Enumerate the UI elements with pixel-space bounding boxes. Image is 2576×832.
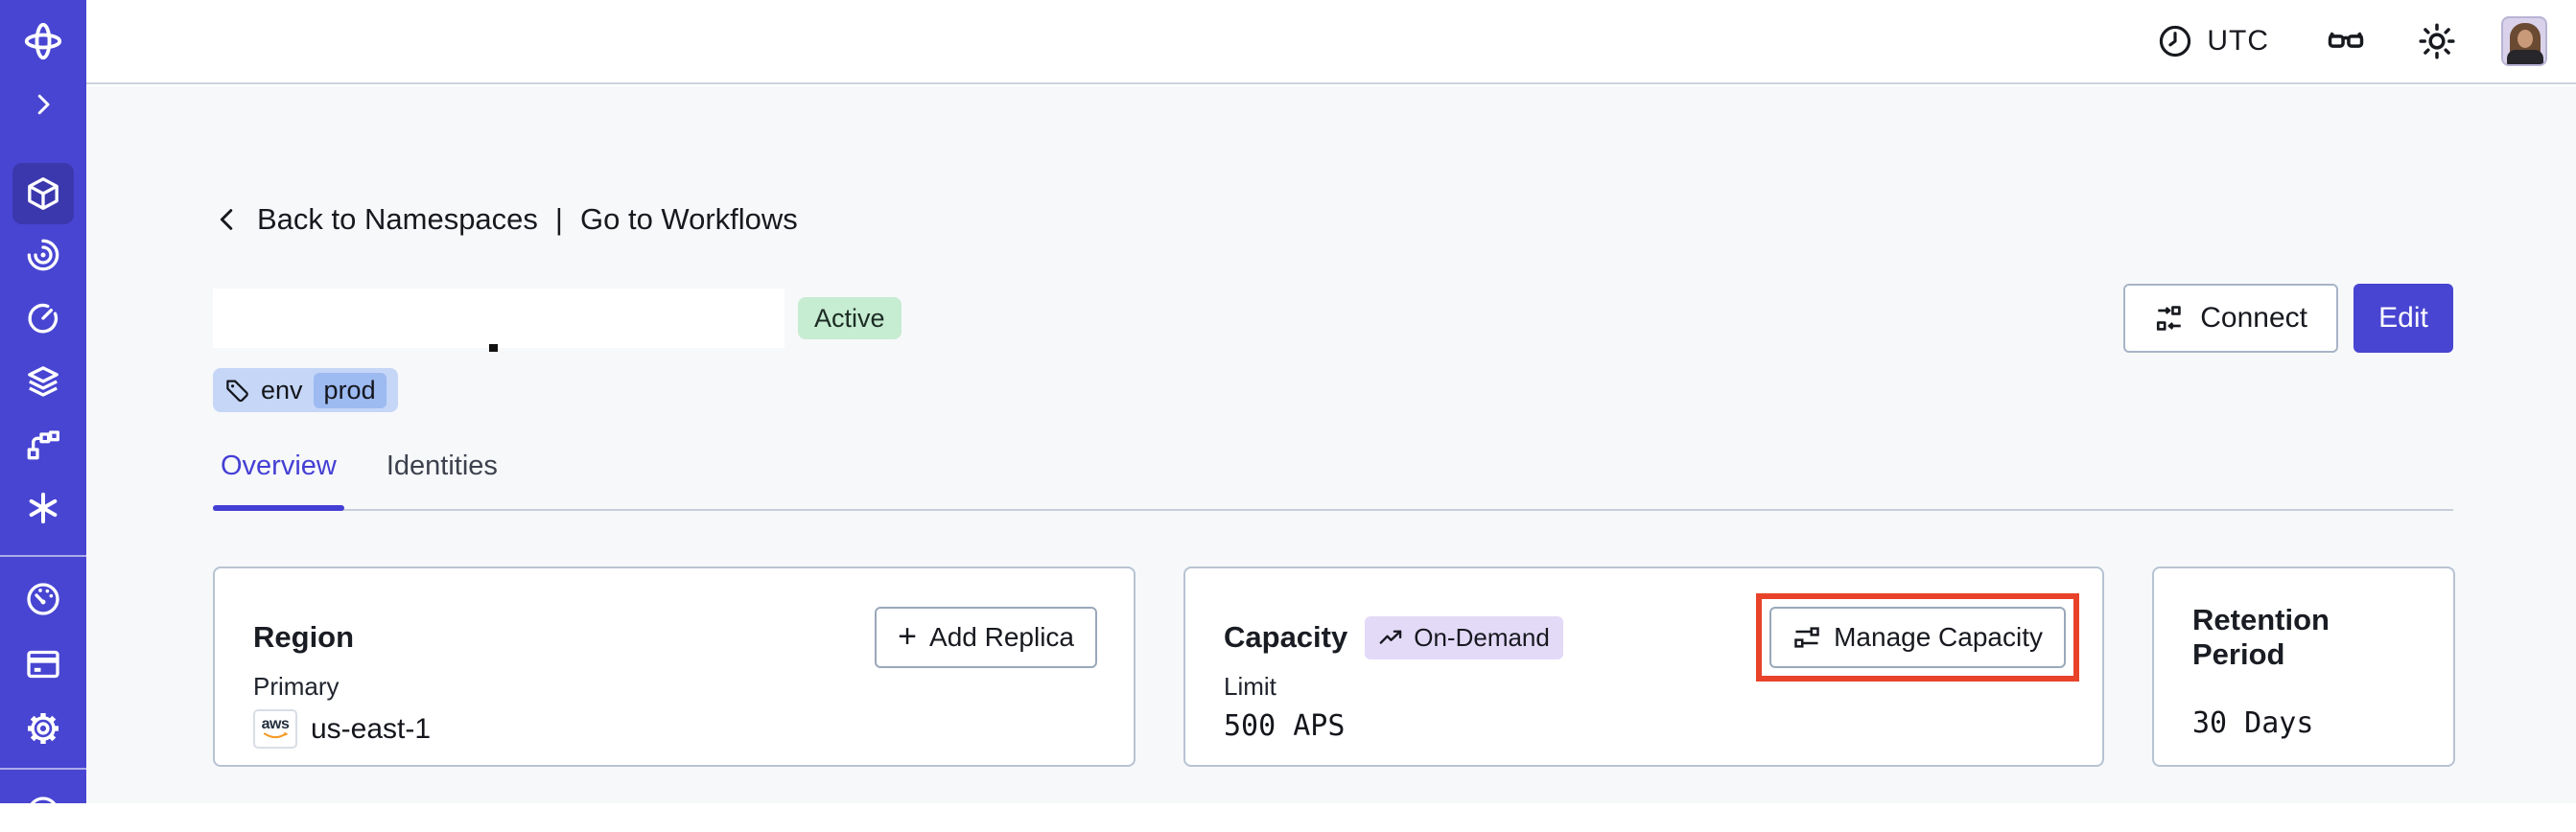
- tab-overview[interactable]: Overview: [213, 451, 344, 511]
- status-badge: Active: [798, 297, 902, 339]
- billing-icon[interactable]: [0, 645, 86, 683]
- topbar: UTC: [86, 0, 2576, 84]
- sidebar-divider: [0, 768, 86, 770]
- connect-flow-icon: [2154, 303, 2185, 334]
- manage-capacity-label: Manage Capacity: [1834, 622, 2043, 652]
- user-avatar[interactable]: [2501, 16, 2547, 66]
- namespaces-icon[interactable]: [0, 174, 86, 213]
- workflows-icon[interactable]: [0, 236, 86, 274]
- tag-key: env: [261, 375, 303, 404]
- primary-label: Primary: [253, 672, 340, 701]
- retention-card-title: Retention Period: [2192, 603, 2330, 671]
- region-value: us-east-1: [311, 712, 432, 745]
- glasses-icon[interactable]: [2325, 20, 2367, 62]
- edit-button[interactable]: Edit: [2354, 284, 2453, 353]
- tag-icon: [224, 378, 250, 404]
- timezone-selector[interactable]: UTC: [2157, 23, 2269, 59]
- avatar-body: [2507, 50, 2543, 64]
- manage-capacity-button[interactable]: Manage Capacity: [1769, 607, 2066, 668]
- retention-value: 30 Days: [2192, 706, 2314, 740]
- batch-operations-icon[interactable]: [0, 426, 86, 464]
- limit-label: Limit: [1224, 672, 1276, 701]
- retention-card: Retention Period 30 Days: [2152, 566, 2455, 767]
- schedules-icon[interactable]: [0, 299, 86, 337]
- connect-button-label: Connect: [2200, 302, 2307, 334]
- light-mode-icon[interactable]: [2417, 21, 2457, 61]
- add-replica-button[interactable]: + Add Replica: [875, 607, 1097, 668]
- tag-value: prod: [313, 372, 386, 408]
- nexus-icon[interactable]: [0, 489, 86, 527]
- capacity-card: Capacity On-Demand: [1183, 566, 2104, 767]
- trending-up-icon: [1378, 625, 1404, 651]
- settings-icon[interactable]: [0, 709, 86, 748]
- region-card: Region + Add Replica Primary aws: [213, 566, 1136, 767]
- plus-icon: +: [898, 617, 918, 655]
- tag-row: env prod: [213, 368, 2453, 412]
- sidebar: [0, 0, 86, 829]
- namespace-title-redacted: [213, 289, 785, 352]
- sidebar-divider: [0, 555, 86, 557]
- timezone-label: UTC: [2207, 25, 2269, 57]
- back-chevron-icon[interactable]: [213, 205, 242, 234]
- breadcrumb-separator: |: [554, 202, 563, 236]
- aws-logo-text: aws: [261, 715, 290, 732]
- avatar-face: [2517, 30, 2533, 48]
- ondemand-badge: On-Demand: [1365, 615, 1563, 659]
- back-to-namespaces-link[interactable]: Back to Namespaces: [257, 202, 538, 236]
- ondemand-badge-label: On-Demand: [1414, 622, 1550, 652]
- summary-cards: Region + Add Replica Primary aws: [213, 566, 2455, 767]
- edit-button-label: Edit: [2378, 302, 2428, 334]
- add-replica-label: Add Replica: [929, 622, 1074, 652]
- go-to-workflows-link[interactable]: Go to Workflows: [579, 202, 798, 236]
- capacity-card-title: Capacity: [1224, 620, 1348, 654]
- tab-bar: Overview Identities: [213, 451, 2453, 511]
- region-card-title: Region: [253, 620, 355, 654]
- aws-provider-icon: aws: [253, 709, 297, 749]
- capacity-value: 500 APS: [1224, 709, 1346, 743]
- namespace-header: Active Connect Edit: [213, 284, 2453, 353]
- clock-icon: [2157, 23, 2193, 59]
- help-icon[interactable]: [0, 794, 86, 832]
- tab-identities[interactable]: Identities: [386, 451, 498, 481]
- temporal-logo-icon[interactable]: [0, 19, 86, 63]
- breadcrumb: Back to Namespaces | Go to Workflows: [213, 201, 2453, 238]
- usage-icon[interactable]: [0, 580, 86, 618]
- main-content: Back to Namespaces | Go to Workflows Act…: [86, 86, 2576, 803]
- env-tag-chip[interactable]: env prod: [213, 368, 398, 412]
- connect-button[interactable]: Connect: [2123, 284, 2338, 353]
- sliders-icon: [1792, 623, 1821, 652]
- expand-sidebar-chevron-icon[interactable]: [0, 90, 86, 119]
- redacted-text-fragment: [489, 344, 498, 352]
- deployments-icon[interactable]: [0, 362, 86, 401]
